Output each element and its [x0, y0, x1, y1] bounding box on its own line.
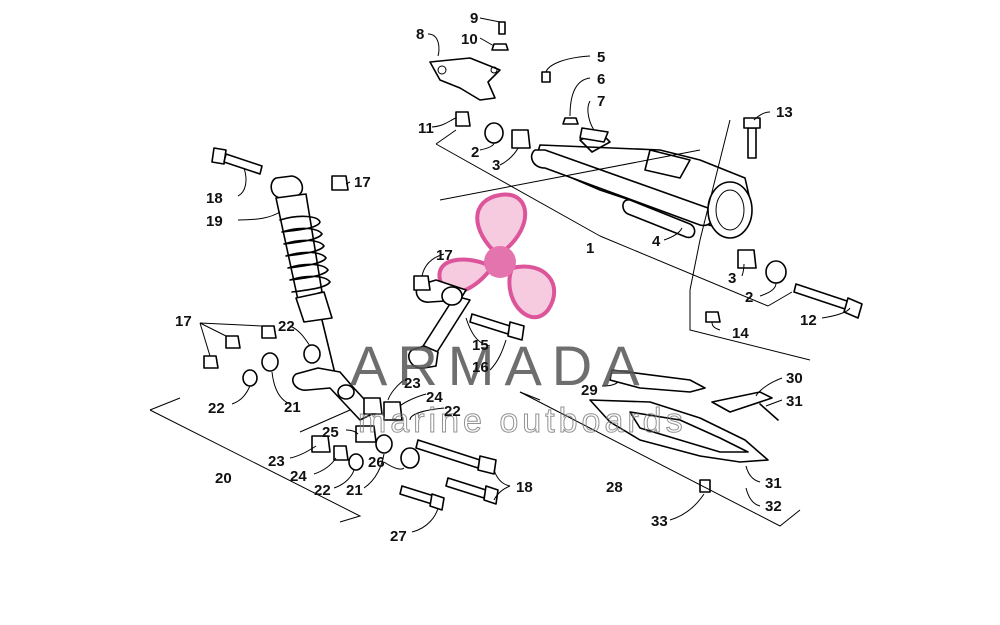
callout-5: 5	[597, 49, 605, 66]
callout-17-shock: 17	[354, 174, 371, 191]
watermark-tagline: marine outboards	[358, 402, 687, 440]
callout-9: 9	[470, 10, 478, 27]
callout-31-upper: 31	[786, 393, 803, 410]
callout-22-lower: 22	[314, 482, 331, 499]
callout-22-mid: 22	[444, 403, 461, 420]
bracket-frames	[149, 119, 811, 527]
skid-plates	[589, 369, 779, 463]
callout-26: 26	[368, 454, 385, 471]
nut-14	[705, 311, 721, 323]
leader-lines	[199, 17, 851, 533]
washers-nuts-left	[203, 325, 321, 387]
callout-33: 33	[651, 513, 668, 530]
shock-absorber	[270, 175, 339, 387]
callout-30: 30	[786, 370, 803, 387]
callout-17-left: 17	[175, 313, 192, 330]
bushings-upper	[455, 111, 531, 149]
callout-12: 12	[800, 312, 817, 329]
callout-15: 15	[472, 337, 489, 354]
callout-11: 11	[418, 120, 434, 137]
armada-propeller-logo	[437, 192, 556, 319]
callout-27: 27	[390, 528, 407, 545]
callout-25: 25	[322, 424, 339, 441]
callout-23-lower: 23	[268, 453, 285, 470]
nut-17-shock	[331, 175, 349, 191]
callout-2-lower: 2	[745, 289, 753, 306]
callout-16: 16	[472, 359, 489, 376]
callout-28: 28	[606, 479, 623, 496]
callout-24-lower: 24	[290, 468, 307, 485]
watermark-brand: ARMADA	[350, 334, 650, 397]
bolt-18-top	[211, 147, 263, 175]
callout-22-upper: 22	[278, 318, 295, 335]
callout-10: 10	[461, 31, 478, 48]
callout-14: 14	[732, 325, 749, 342]
callout-2-upper: 2	[471, 144, 479, 161]
callout-29: 29	[581, 382, 598, 399]
nut-17-link	[413, 275, 431, 291]
callout-1: 1	[586, 240, 594, 257]
callout-21-lower: 21	[346, 482, 363, 499]
callout-32: 32	[765, 498, 782, 515]
callout-8: 8	[416, 26, 424, 43]
callout-23-upper: 23	[404, 375, 421, 392]
bolt-16	[469, 313, 525, 341]
callout-18-top: 18	[206, 190, 223, 207]
pivot-arm	[292, 367, 377, 421]
callout-22-left: 22	[208, 400, 225, 417]
bracket-part-8	[429, 57, 501, 101]
callout-6: 6	[597, 71, 605, 88]
callout-24-upper: 24	[426, 389, 443, 406]
callout-20: 20	[215, 470, 232, 487]
callout-19: 19	[206, 213, 223, 230]
callout-3-lower: 3	[728, 270, 736, 287]
bushings-pivot	[311, 397, 420, 471]
callout-17-link: 17	[436, 247, 453, 264]
screw-9	[491, 21, 509, 51]
callout-13: 13	[776, 104, 793, 121]
callout-18-lower: 18	[516, 479, 533, 496]
bolt-13	[743, 117, 761, 159]
callout-21-upper: 21	[284, 399, 301, 416]
callout-labels: 9 10 8 5 6 7 13 11 2 3 1 4 3 2 12 14 17 …	[175, 10, 817, 545]
bolts-lower	[399, 439, 499, 511]
bushings-lower-right	[737, 249, 863, 319]
callout-3-upper: 3	[492, 157, 500, 174]
callout-4: 4	[652, 233, 661, 250]
callout-7: 7	[597, 93, 605, 110]
swing-arm-assembly	[530, 131, 753, 239]
callout-31-lower: 31	[765, 475, 782, 492]
